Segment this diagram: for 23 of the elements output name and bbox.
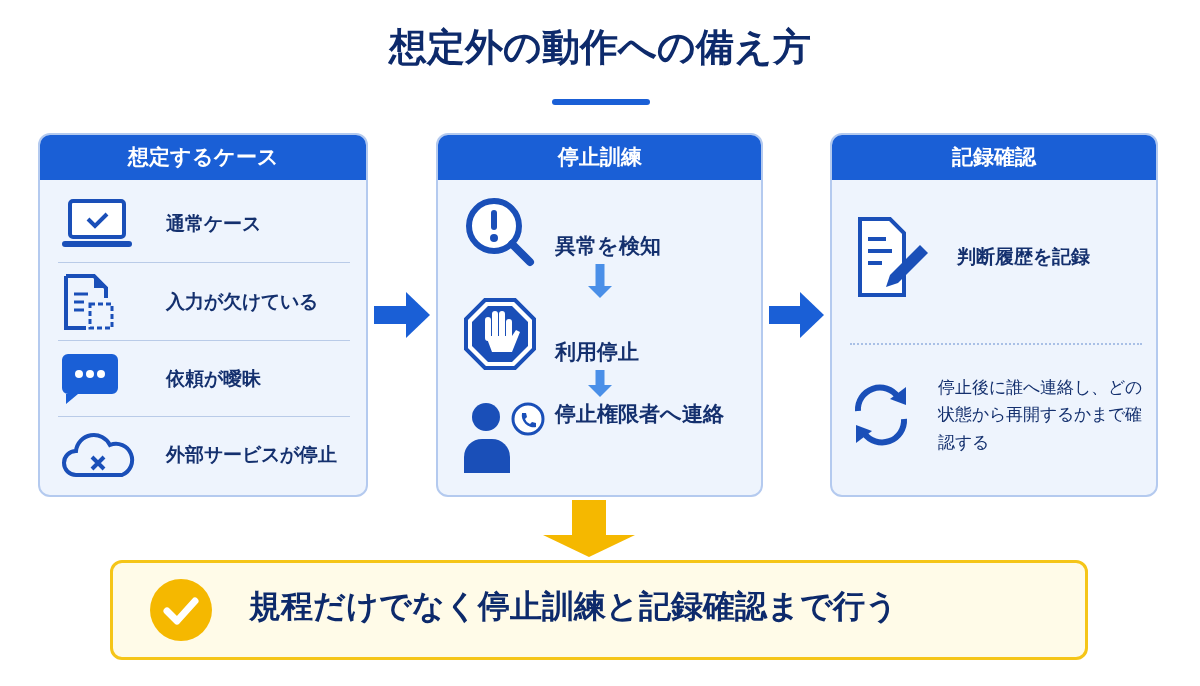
panel-card (38, 133, 368, 497)
arrow (588, 264, 612, 298)
arrow (374, 292, 430, 338)
panel-card (830, 133, 1158, 497)
arrow (588, 370, 612, 397)
conclusion-box (110, 560, 1088, 660)
conclusion-text: 規程だけでなく停止訓練と記録確認まで行う (249, 586, 898, 627)
item-label: 異常を検知 (555, 233, 662, 260)
arrow (769, 292, 824, 338)
panel-card (436, 133, 763, 497)
item-label: 依頼が曖昧 (166, 365, 262, 391)
arrow (543, 500, 635, 557)
item-label: 入力が欠けている (166, 288, 319, 314)
item-label: 利用停止 (555, 339, 640, 366)
panel-header: 記録確認 (832, 135, 1156, 180)
item-label: 停止権限者へ連絡 (555, 401, 725, 428)
panel-header: 想定するケース (40, 135, 366, 180)
title: 想定外の動作への備え方 (387, 24, 812, 71)
item-label: 通常ケース (166, 211, 262, 236)
item-label: 停止後に誰へ連絡し、どの状態から再開するかまで確認する (938, 376, 1143, 454)
item-label: 外部サービスが停止 (166, 442, 338, 467)
item-label: 判断履歴を記録 (957, 244, 1091, 269)
panel-header: 停止訓練 (438, 135, 761, 180)
